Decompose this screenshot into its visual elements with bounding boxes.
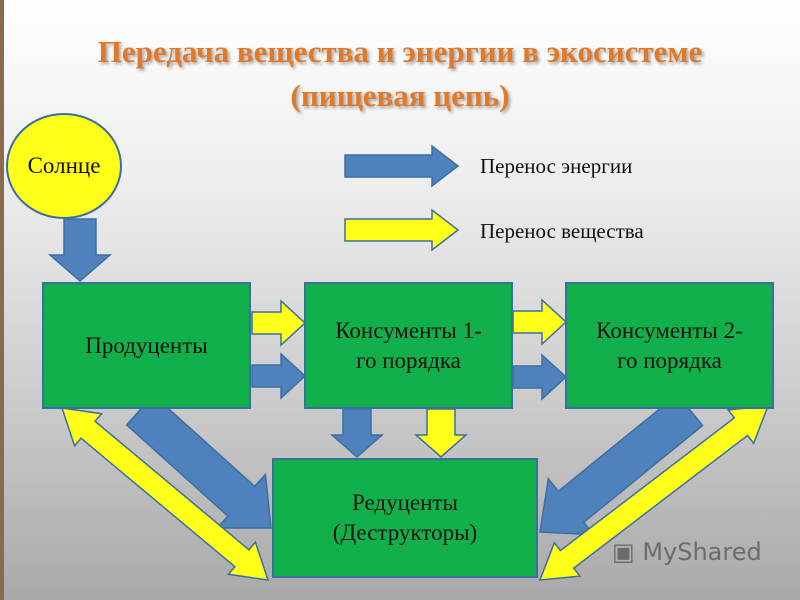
producers-to-consumers1-energy-arrow bbox=[251, 352, 307, 400]
legend-energy-arrow bbox=[344, 144, 460, 188]
legend-energy-label: Перенос энергии bbox=[480, 154, 633, 178]
presentation-icon: ▣ bbox=[612, 538, 635, 566]
reducers-label-2: (Деструкторы) bbox=[332, 520, 478, 545]
producers-node: Продуценты bbox=[42, 282, 251, 409]
consumers2-label-2: го порядка bbox=[617, 347, 722, 373]
consumers1-to-reducers-matter-arrow bbox=[414, 408, 468, 458]
slide-title: Передача вещества и энергии в экосистеме… bbox=[0, 30, 800, 118]
consumers2-to-reducers-energy-arrow bbox=[539, 393, 704, 536]
reducers-node: Редуценты (Деструкторы) bbox=[272, 458, 538, 578]
legend-matter-arrow bbox=[344, 208, 460, 252]
reducers-label-1: Редуценты bbox=[352, 490, 458, 515]
watermark-text: MyShared bbox=[642, 538, 762, 566]
legend-matter-label: Перенос вещества bbox=[480, 219, 644, 243]
slide-edge bbox=[0, 0, 4, 600]
sun-label: Солнце bbox=[27, 153, 101, 178]
consumers2-label-1: Консументы 2- bbox=[596, 317, 743, 343]
consumers2-node: Консументы 2- го порядка bbox=[565, 282, 774, 409]
watermark-logo: ▣ MyShared bbox=[612, 538, 762, 566]
consumers1-to-reducers-energy-arrow bbox=[330, 408, 384, 458]
sun-to-producers-arrow bbox=[47, 218, 113, 282]
title-line-1: Передача вещества и энергии в экосистеме bbox=[97, 34, 703, 69]
producers-to-consumers1-matter-arrow bbox=[251, 299, 307, 347]
title-line-2: (пищевая цепь) bbox=[290, 78, 510, 113]
consumers1-label-2: го порядка bbox=[356, 347, 461, 373]
consumers1-label-1: Консументы 1- bbox=[335, 317, 482, 343]
consumers1-to-consumers2-matter-arrow bbox=[512, 298, 568, 346]
consumers1-node: Консументы 1- го порядка bbox=[304, 282, 513, 409]
sun-node: Солнце bbox=[6, 113, 122, 219]
producers-to-reducers-energy-arrow bbox=[125, 394, 272, 529]
consumers1-to-consumers2-energy-arrow bbox=[512, 353, 568, 401]
producers-label: Продуценты bbox=[85, 332, 208, 358]
